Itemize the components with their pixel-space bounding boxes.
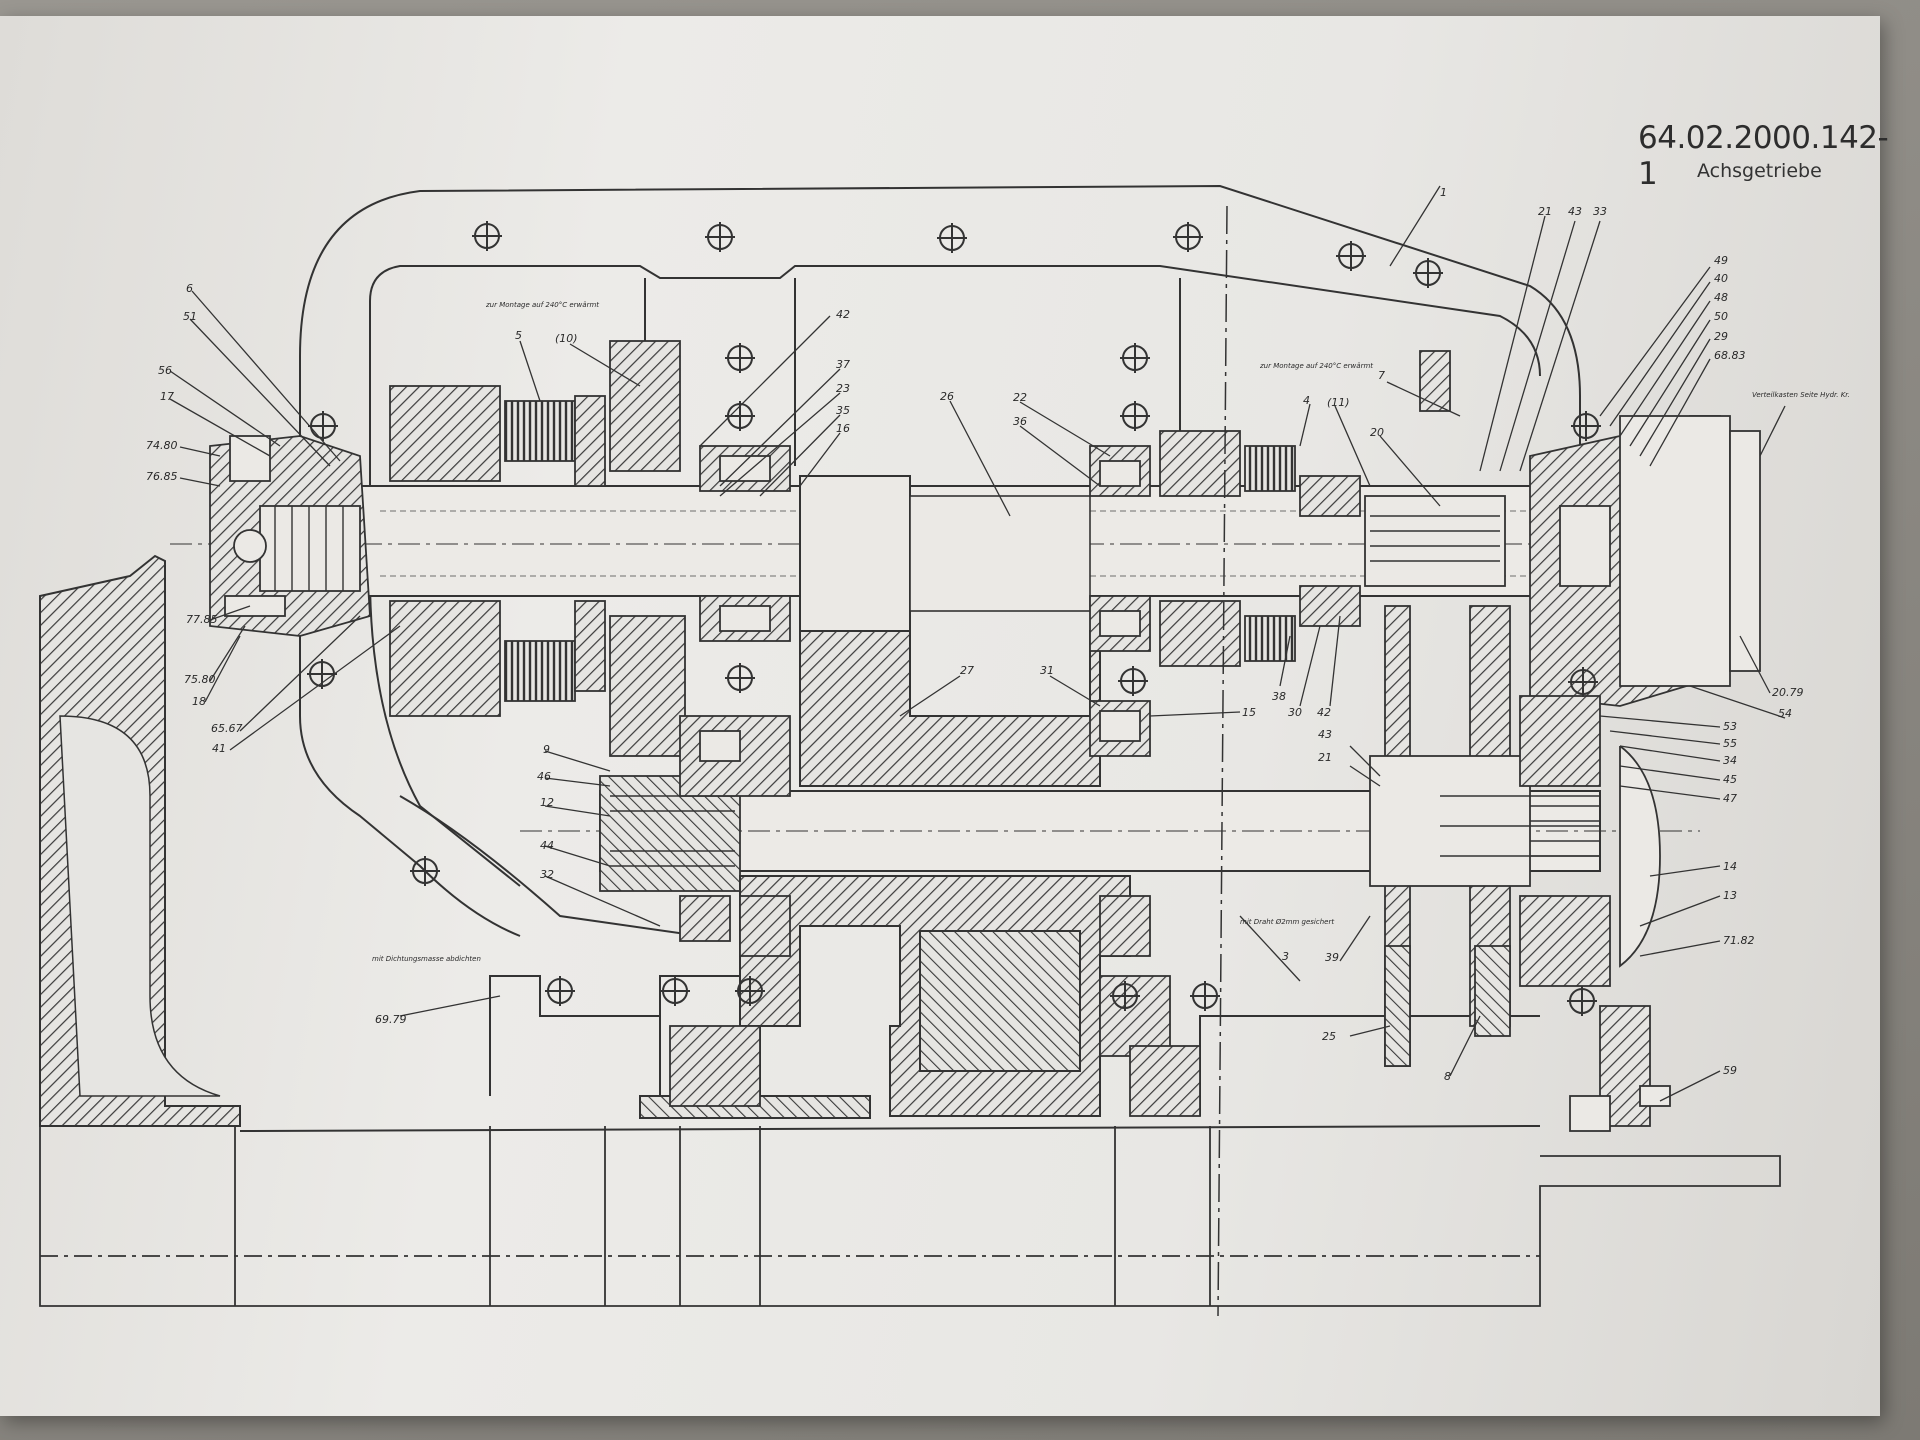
callout-label: 59	[1723, 1064, 1737, 1077]
callout-label: 46	[537, 770, 551, 783]
callout-label: 51	[183, 310, 197, 323]
bolt-symbols	[307, 221, 1601, 1016]
callout-label: 31	[1040, 664, 1054, 677]
callout-label: 65.67	[211, 722, 243, 735]
central-gear-body	[639, 630, 1131, 1119]
callout-label: 4	[1303, 394, 1310, 407]
callout-label: 55	[1723, 737, 1737, 750]
assembly-note: zur Montage auf 240°C erwärmt	[1259, 362, 1373, 370]
callout-label: 9	[543, 743, 550, 756]
frame-left	[39, 554, 241, 1127]
callout-label: 43	[1568, 205, 1582, 218]
annotation-notes: zur Montage auf 240°C erwärmt zur Montag…	[372, 301, 1850, 963]
callout-label: 12	[540, 796, 554, 809]
callout-label: 25	[1322, 1030, 1336, 1043]
callout-label: 8	[1444, 1070, 1451, 1083]
callout-label: 21	[1318, 751, 1332, 764]
sealing-note: mit Dichtungsmasse abdichten	[372, 955, 481, 963]
leader-lines	[169, 185, 1786, 1102]
right-end-cover	[1519, 415, 1761, 1132]
drawing-title: Achsgetriebe	[1697, 160, 1822, 182]
drawing-number: 64.02.2000.142-1	[1638, 120, 1889, 192]
callout-label: 36	[1013, 415, 1027, 428]
callout-label: 23	[836, 382, 850, 395]
gearbox-section-drawing: 6 51 56 17 74.80 76.85 77.85 75.80 18 65…	[39, 184, 1850, 1317]
callout-label: 40	[1714, 272, 1728, 285]
callout-label: 3	[1282, 950, 1289, 963]
section-line	[1217, 205, 1228, 1317]
callout-label: 26	[940, 390, 954, 403]
right-output-gears	[1369, 350, 1600, 1067]
callout-label: 34	[1723, 754, 1737, 767]
callout-label: 21	[1538, 205, 1552, 218]
callout-label: 44	[540, 839, 554, 852]
callout-label: 71.82	[1723, 934, 1755, 947]
callout-label: 69.79	[375, 1013, 407, 1026]
callout-label: 7	[1378, 369, 1385, 382]
callout-label: 54	[1778, 707, 1792, 720]
callout-label: 42	[1317, 706, 1331, 719]
callout-label: (10)	[555, 332, 578, 345]
callout-label: 27	[960, 664, 974, 677]
callout-label: 50	[1714, 310, 1728, 323]
callout-label: 30	[1288, 706, 1302, 719]
callout-label: 1	[1440, 186, 1447, 199]
callout-label: 45	[1723, 773, 1737, 786]
callout-label: 47	[1723, 792, 1737, 805]
middle-bearings	[669, 445, 1201, 1117]
callout-label: 76.85	[146, 470, 178, 483]
callout-label: 20	[1370, 426, 1384, 439]
right-clutch-pack	[1159, 430, 1506, 667]
callout-label: 49	[1714, 254, 1728, 267]
callout-label: 37	[836, 358, 850, 371]
callout-label: 14	[1723, 860, 1737, 873]
callout-label: 15	[1242, 706, 1256, 719]
callout-label: 5	[515, 329, 522, 342]
callout-label: 20.79	[1772, 686, 1804, 699]
callout-label: 6	[186, 282, 193, 295]
base-frame	[39, 1126, 1781, 1307]
left-clutch-pack	[389, 340, 686, 757]
callout-label: 56	[158, 364, 172, 377]
callout-label: 39	[1325, 951, 1339, 964]
callout-label: 13	[1723, 889, 1737, 902]
callout-label: 29	[1714, 330, 1728, 343]
left-flange	[209, 435, 371, 637]
callout-label: 48	[1714, 291, 1728, 304]
callout-label: 53	[1723, 720, 1737, 733]
callout-label: 33	[1593, 205, 1607, 218]
callout-label: 41	[212, 742, 226, 755]
callout-label: 42	[836, 308, 850, 321]
callout-label: 35	[836, 404, 850, 417]
callout-labels: 6 51 56 17 74.80 76.85 77.85 75.80 18 65…	[146, 186, 1804, 1083]
callout-label: 38	[1272, 690, 1286, 703]
drawing-sheet: 64.02.2000.142-1 Achsgetriebe	[0, 16, 1889, 1416]
callout-label: 16	[836, 422, 850, 435]
callout-label: 74.80	[146, 439, 178, 452]
housing-outline	[239, 184, 1581, 1132]
callout-label: 18	[192, 695, 206, 708]
callout-label: 77.85	[186, 613, 218, 626]
callout-label: 32	[540, 868, 554, 881]
assembly-note: zur Montage auf 240°C erwärmt	[485, 301, 599, 309]
distribution-note: Verteilkasten Seite Hydr. Kr.	[1752, 391, 1850, 399]
callout-label: 68.83	[1714, 349, 1746, 362]
callout-label: 43	[1318, 728, 1332, 741]
callout-label: 22	[1013, 391, 1027, 404]
callout-label: 17	[160, 390, 174, 403]
wire-note: mit Draht Ø2mm gesichert	[1240, 918, 1334, 926]
callout-label: 75.80	[184, 673, 216, 686]
callout-label: (11)	[1327, 396, 1350, 409]
